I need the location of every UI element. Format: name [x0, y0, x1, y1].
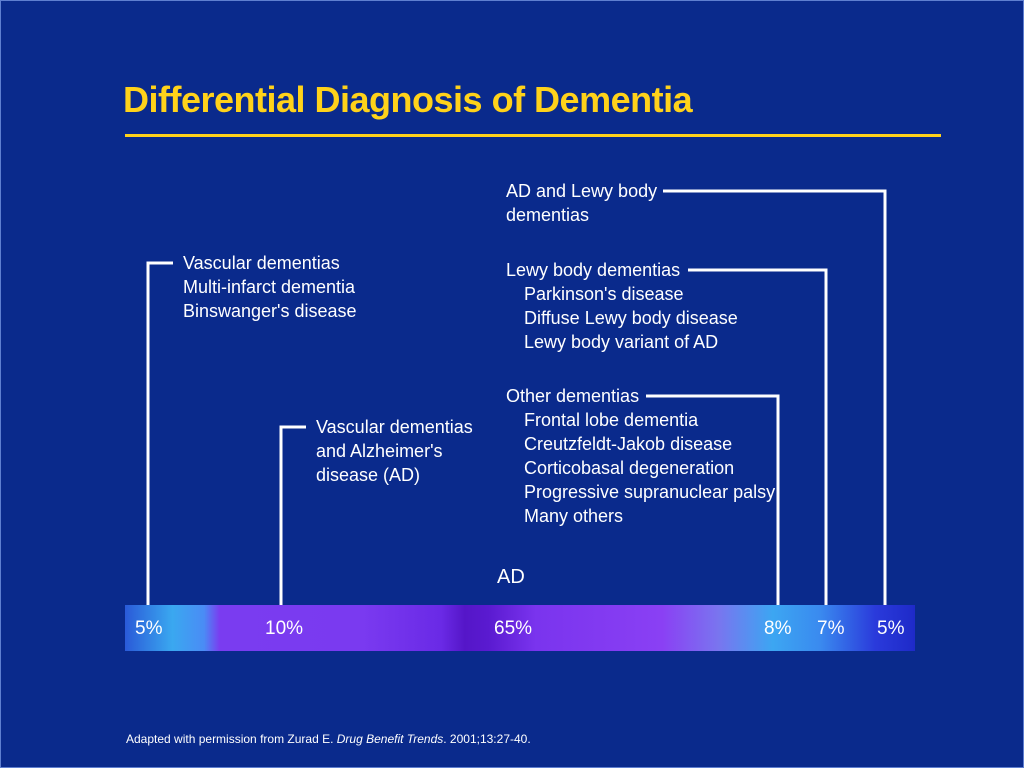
source-credit: Adapted with permission from Zurad E. Dr… [126, 732, 531, 746]
percent-ad: 65% [494, 618, 533, 639]
label-ad-lewy-line: dementias [506, 205, 590, 225]
percent-ad-lewy: 5% [877, 618, 905, 639]
label-vascular-line: Binswanger's disease [183, 301, 357, 321]
label-ad: AD [497, 566, 525, 588]
label-mixed-line: Vascular dementias [316, 417, 473, 437]
label-other-item: Progressive supranuclear palsy [524, 482, 776, 502]
distribution-bar [125, 605, 915, 651]
label-lewy-item: Lewy body variant of AD [524, 332, 719, 352]
label-mixed-line: disease (AD) [316, 465, 421, 485]
percent-lewy: 7% [817, 618, 845, 639]
credit-suffix: . 2001;13:27-40. [443, 732, 531, 746]
label-other-item: Creutzfeldt-Jakob disease [524, 434, 733, 454]
percent-mixed: 10% [265, 618, 304, 639]
label-lewy-item: Diffuse Lewy body disease [524, 308, 738, 328]
credit-journal: Drug Benefit Trends [336, 732, 444, 746]
connector-vascular [146, 261, 173, 605]
label-vascular-line: Vascular dementias [183, 253, 340, 273]
label-other-item: Frontal lobe dementia [524, 410, 699, 430]
label-ad-lewy: AD and Lewy body dementias [506, 179, 657, 227]
label-other: Other dementias Frontal lobe dementia Cr… [506, 384, 775, 528]
label-mixed: Vascular dementias and Alzheimer's disea… [316, 415, 473, 487]
credit-prefix: Adapted with permission from Zurad E. [126, 732, 337, 746]
label-lewy: Lewy body dementias Parkinson's disease … [506, 258, 738, 354]
label-ad-lewy-line: AD and Lewy body [506, 181, 658, 201]
percent-other: 8% [764, 618, 792, 639]
label-other-item: Many others [524, 506, 624, 526]
slide-title: Differential Diagnosis of Dementia [123, 79, 693, 120]
title-underline [125, 134, 941, 137]
label-lewy-heading: Lewy body dementias [506, 260, 681, 280]
label-vascular-line: Multi-infarct dementia [183, 277, 356, 297]
label-mixed-line: and Alzheimer's [316, 441, 443, 461]
connector-mixed [279, 425, 306, 605]
percent-vascular: 5% [135, 618, 163, 639]
label-other-heading: Other dementias [506, 386, 640, 406]
label-vascular: Vascular dementias Multi-infarct dementi… [183, 251, 357, 323]
label-lewy-item: Parkinson's disease [524, 284, 684, 304]
label-other-item: Corticobasal degeneration [524, 458, 735, 478]
